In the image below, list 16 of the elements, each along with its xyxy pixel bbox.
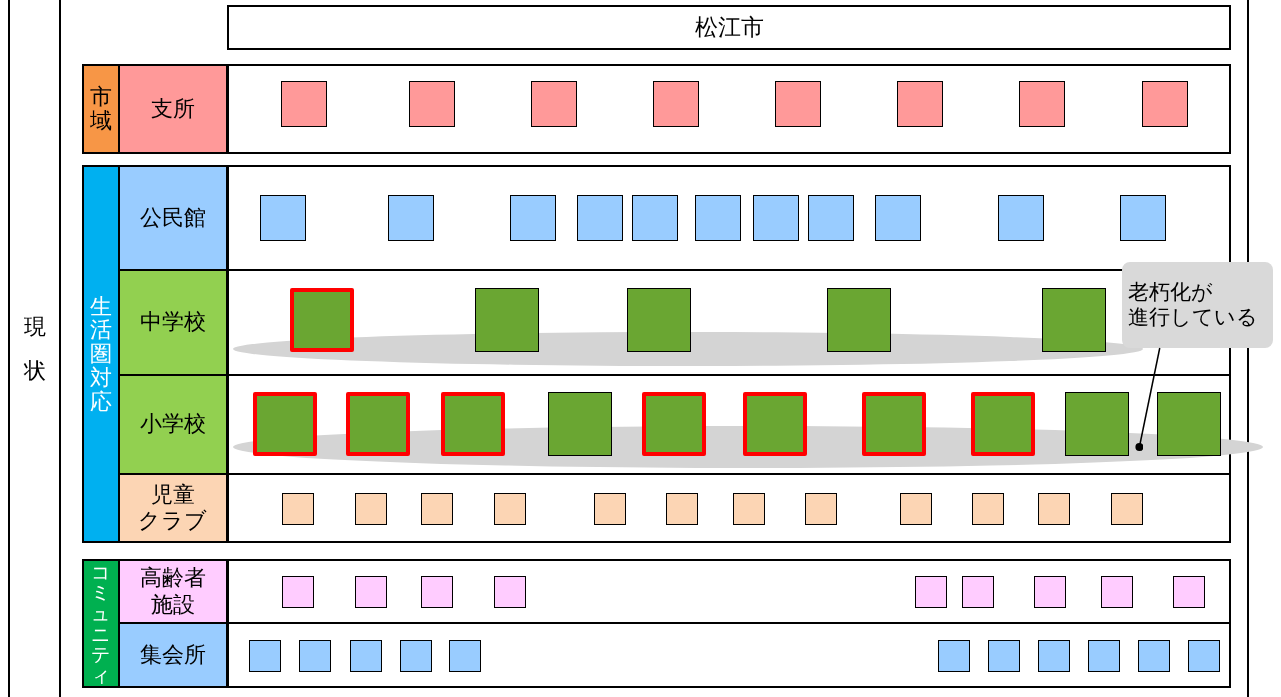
category-label: 生活圏対応 bbox=[82, 165, 120, 543]
row-header: 児童クラブ bbox=[118, 473, 228, 543]
category-label: コミュニティ bbox=[82, 559, 120, 688]
shaded-ellipse bbox=[233, 332, 1143, 366]
leader-line bbox=[1135, 347, 1161, 451]
row-header: 小学校 bbox=[118, 374, 228, 475]
shaded-ellipse bbox=[233, 426, 1263, 468]
row-header: 中学校 bbox=[118, 269, 228, 376]
row-header: 集会所 bbox=[118, 622, 228, 688]
row-header: 現状 bbox=[8, 0, 61, 697]
callout-box: 老朽化が進行している bbox=[1122, 262, 1273, 348]
row-header: 公民館 bbox=[118, 165, 228, 271]
row-header: 支所 bbox=[118, 64, 228, 154]
category-label: 市域 bbox=[82, 64, 120, 154]
row-header: 高齢者施設 bbox=[118, 559, 228, 624]
title-box: 松江市 bbox=[227, 5, 1231, 50]
